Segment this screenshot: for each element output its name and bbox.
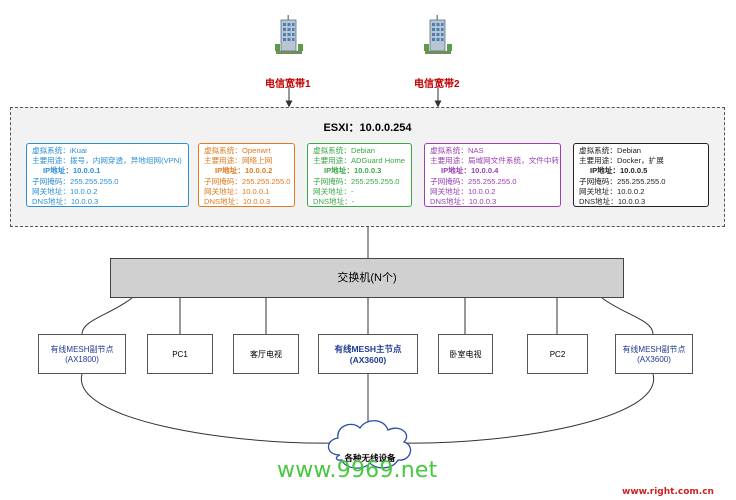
vm-purpose: 主要用途：局域网文件系统，文件中转 (430, 156, 560, 166)
office-building-icon (424, 15, 452, 54)
node-model: (AX3600) (349, 355, 387, 365)
vm-ip: IP地址：10.0.0.2 (215, 166, 273, 176)
vm-gateway: 网关地址：10.0.0.1 (204, 186, 270, 196)
vm-card-debian-docker: 虚拟系统：Debian 主要用途：Docker，扩展 IP地址：10.0.0.5… (573, 143, 709, 207)
office-building-icon (275, 15, 303, 54)
node-mesh-secondary-ax1800: 有线MESH副节点 (AX1800) (38, 334, 126, 374)
cloud-icon (327, 420, 412, 469)
wireless-devices-label: 各种无线设备 (344, 453, 396, 463)
node-label: 有线MESH副节点 (50, 345, 114, 354)
esxi-title: ESXI：10.0.0.254 (323, 122, 412, 134)
vm-netmask: 子网掩码：255.255.255.0 (579, 176, 666, 186)
esxi-host-box: ESXI：10.0.0.254 虚拟系统：iKuai 主要用途：拨号，内网穿透，… (10, 107, 725, 227)
vm-os: 虚拟系统：Debian (313, 146, 376, 155)
vm-gateway: 网关地址：- (313, 186, 354, 196)
vm-netmask: 子网掩码：255.255.255.0 (32, 176, 119, 186)
node-label: 有线MESH副节点 (622, 345, 686, 354)
node-bedroom-tv: 卧室电视 (438, 334, 493, 374)
vm-netmask: 子网掩码：255.255.255.0 (430, 176, 517, 186)
vm-card-nas: 虚拟系统：NAS 主要用途：局域网文件系统，文件中转 IP地址：10.0.0.4… (424, 143, 561, 207)
vm-os: 虚拟系统：iKuai (32, 146, 87, 155)
node-model: (AX3600) (637, 355, 671, 364)
vm-dns: DNS地址：10.0.0.3 (32, 197, 99, 207)
vm-dns: DNS地址：- (313, 197, 355, 207)
vm-ip: IP地址：10.0.0.5 (590, 166, 648, 176)
isp-label-2: 电信宽带2 (414, 79, 460, 90)
vm-netmask: 子网掩码：255.255.255.0 (204, 176, 291, 186)
vm-purpose: 主要用途：ADGuard Home (313, 156, 405, 166)
node-pc2: PC2 (527, 334, 588, 374)
node-model: (AX1800) (65, 355, 99, 364)
watermark-main: www.9969.net (277, 458, 438, 483)
vm-os: 虚拟系统：Debian (579, 146, 642, 155)
link-node-7 (601, 297, 654, 335)
node-pc1: PC1 (147, 334, 213, 374)
node-mesh-primary-ax3600: 有线MESH主节点 (AX3600) (318, 334, 418, 374)
node-label: 有线MESH主节点 (334, 344, 402, 354)
vm-purpose: 主要用途：网络上网 (204, 156, 273, 166)
vm-card-openwrt: 虚拟系统：Openwrt 主要用途：网络上网 IP地址：10.0.0.2 子网掩… (198, 143, 295, 207)
vm-dns: DNS地址：10.0.0.3 (430, 197, 497, 207)
vm-os: 虚拟系统：NAS (430, 146, 484, 155)
node-label: PC2 (549, 349, 566, 359)
vm-netmask: 子网掩码：255.255.255.0 (313, 176, 400, 186)
wireless-link-left (81, 373, 336, 444)
vm-gateway: 网关地址：10.0.0.2 (430, 186, 496, 196)
watermark-corner: www.right.com.cn (622, 487, 714, 497)
vm-os: 虚拟系统：Openwrt (204, 146, 271, 155)
wireless-link-right (403, 373, 654, 444)
vm-ip: IP地址：10.0.0.1 (43, 166, 101, 176)
link-node-1 (81, 297, 133, 335)
vm-card-debian-adguard: 虚拟系统：Debian 主要用途：ADGuard Home IP地址：10.0.… (307, 143, 412, 207)
vm-ip: IP地址：10.0.0.4 (441, 166, 499, 176)
node-label: 卧室电视 (449, 349, 482, 359)
vm-dns: DNS地址：10.0.0.3 (579, 197, 646, 207)
vm-gateway: 网关地址：10.0.0.2 (32, 186, 98, 196)
vm-purpose: 主要用途：Docker，扩展 (579, 156, 664, 166)
vm-dns: DNS地址：10.0.0.3 (204, 197, 271, 207)
vm-card-ikuai: 虚拟系统：iKuai 主要用途：拨号，内网穿透，异地组网(VPN) IP地址：1… (26, 143, 189, 207)
vm-gateway: 网关地址：10.0.0.2 (579, 186, 645, 196)
node-label: PC1 (172, 349, 188, 359)
isp-label-1: 电信宽带1 (265, 79, 311, 90)
node-mesh-secondary-ax3600: 有线MESH副节点 (AX3600) (615, 334, 693, 374)
vm-ip: IP地址：10.0.0.3 (324, 166, 382, 176)
node-living-room-tv: 客厅电视 (233, 334, 299, 374)
network-switch: 交换机(N个) (110, 258, 624, 298)
vm-purpose: 主要用途：拨号，内网穿透，异地组网(VPN) (32, 156, 182, 166)
node-label: 客厅电视 (250, 349, 282, 359)
